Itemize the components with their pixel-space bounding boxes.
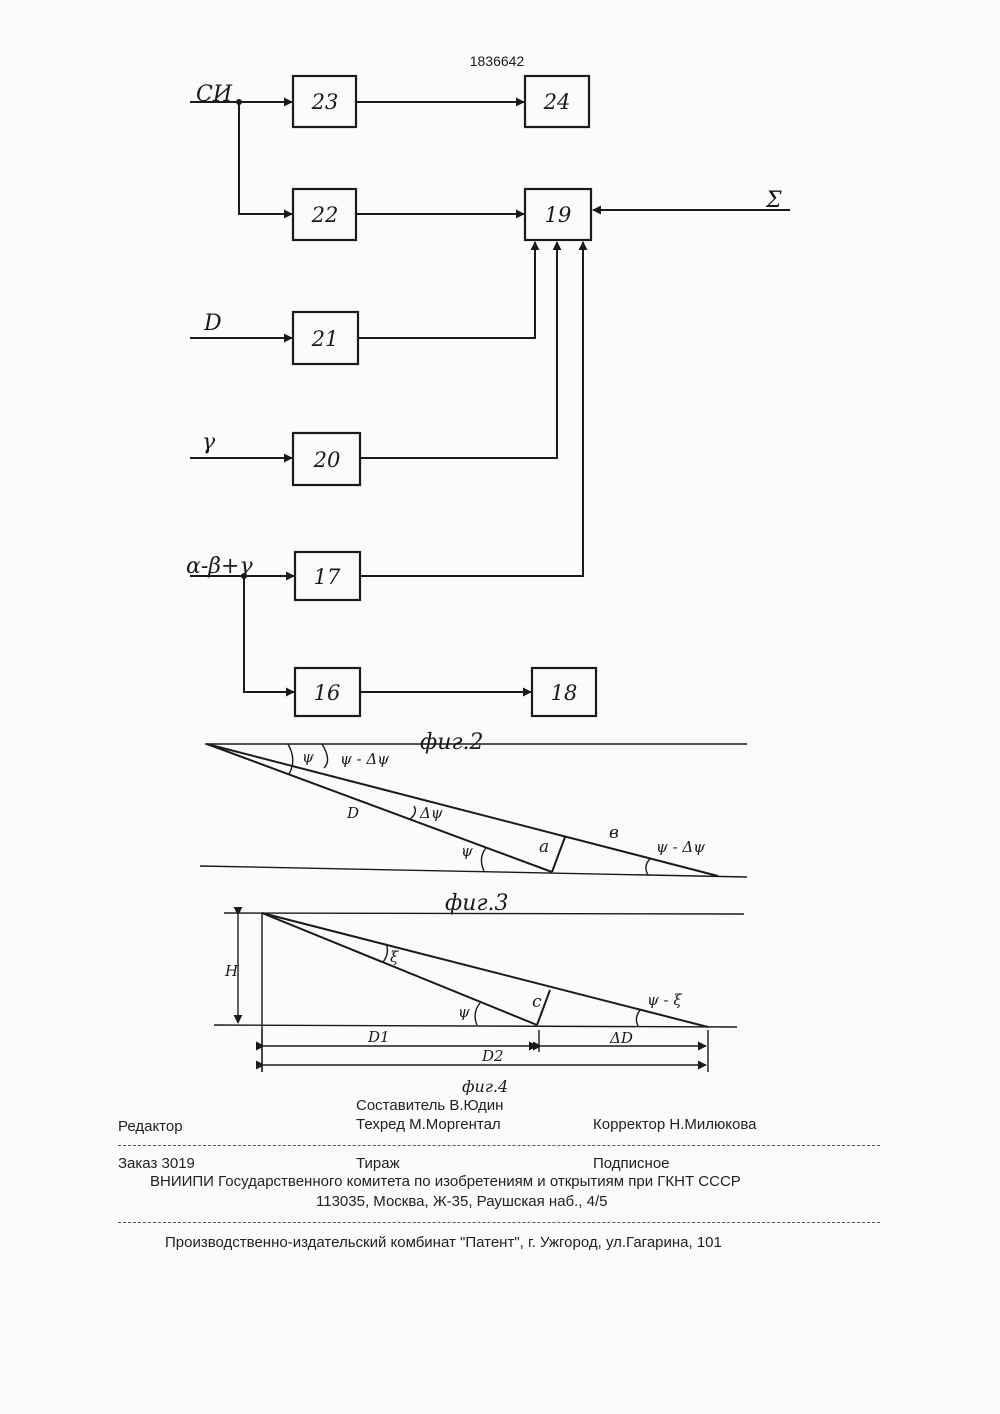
- fig3-label-c: c: [532, 992, 542, 1012]
- block-21-label: 21: [311, 327, 339, 351]
- fig2-caption: фиг.2: [420, 730, 484, 755]
- block-23-label: 23: [311, 90, 339, 114]
- fig2-label-b: в: [609, 823, 619, 843]
- fig3-label-H: H: [224, 962, 239, 980]
- fig2-arc-psi-top: [288, 744, 293, 774]
- fig3-arc-psi-minus-xi: [636, 1010, 640, 1026]
- drawing-canvas: 1836642 СИ D γ α-β+γ Σ: [0, 0, 1000, 1095]
- fig2-label-psi-bottom: ψ: [461, 842, 473, 860]
- block-20-label: 20: [313, 448, 341, 472]
- colophon-order: Заказ 3019: [118, 1155, 195, 1172]
- fig2-label-a: a: [539, 837, 549, 857]
- fig2-label-dpsi: Δψ: [419, 804, 443, 822]
- colophon-techred: Техред М.Моргентал: [356, 1116, 501, 1133]
- fig3-caption: фиг.3: [445, 891, 509, 916]
- colophon-editor: Редактор: [118, 1118, 183, 1135]
- colophon-circulation: Тираж: [356, 1155, 400, 1172]
- fig2-bottom-line: [200, 866, 747, 877]
- colophon-corrector: Корректор Н.Милюкова: [593, 1116, 756, 1133]
- block-22-label: 22: [311, 203, 339, 227]
- fig3-ground-line: [214, 1025, 737, 1027]
- fig2-label-psi-minus-dpsi-top: ψ - Δψ: [340, 750, 389, 768]
- fig3-label-D1: D1: [367, 1028, 390, 1046]
- block-diagram: СИ D γ α-β+γ Σ 23: [186, 76, 790, 716]
- block-19: 19: [525, 189, 591, 240]
- fig2-arc-psi-minus-dpsi-top: [322, 744, 328, 768]
- fig2-arc-psi-bottom: [481, 848, 486, 871]
- fig3-top-line: [224, 913, 744, 914]
- block-18: 18: [532, 668, 596, 716]
- block-17: 17: [295, 552, 360, 600]
- wire-17-to-19: [360, 242, 583, 576]
- patent-number: 1836642: [470, 53, 525, 69]
- block-23: 23: [293, 76, 356, 127]
- fig3-arc-psi: [475, 1003, 480, 1025]
- fig3-label-psi: ψ: [458, 1003, 470, 1021]
- divider-top: [118, 1145, 880, 1146]
- fig2-label-psi-minus-dpsi-bottom: ψ - Δψ: [656, 838, 705, 856]
- colophon-compiler: Составитель В.Юдин: [356, 1097, 503, 1114]
- input-label-gamma: γ: [202, 430, 216, 455]
- block-16-label: 16: [314, 681, 341, 705]
- fig3-ray-D1: [262, 913, 537, 1025]
- block-20: 20: [293, 433, 360, 485]
- fig3-ray-D2: [262, 913, 708, 1027]
- fig2-segment-a: [552, 837, 565, 872]
- wire-si-to-22: [239, 102, 292, 214]
- fig3-label-D2: D2: [481, 1047, 504, 1065]
- block-17-label: 17: [314, 565, 341, 589]
- divider-bottom: [118, 1222, 880, 1223]
- fig4-caption: фиг.4: [462, 1077, 508, 1095]
- colophon-address: 113035, Москва, Ж-35, Раушская наб., 4/5: [316, 1193, 608, 1210]
- colophon-printer: Производственно-издательский комбинат "П…: [165, 1234, 722, 1251]
- input-label-si: СИ: [196, 82, 233, 107]
- block-24-label: 24: [543, 90, 571, 114]
- block-21: 21: [293, 312, 358, 364]
- block-22: 22: [293, 189, 356, 240]
- figure-3: фиг.3 H ξ c ψ ψ - ξ D1 ΔD D2: [214, 891, 744, 1072]
- input-label-d: D: [203, 311, 222, 336]
- figure-2: фиг.2 ψ ψ - Δψ D Δψ ψ a в ψ - Δψ: [200, 730, 747, 877]
- fig3-label-psi-minus-xi: ψ - ξ: [647, 991, 682, 1009]
- fig2-arc-dpsi: [410, 806, 415, 819]
- block-16: 16: [295, 668, 360, 716]
- block-19-label: 19: [545, 203, 572, 227]
- block-24: 24: [525, 76, 589, 127]
- colophon-institute: ВНИИПИ Государственного комитета по изоб…: [150, 1173, 741, 1190]
- fig3-arc-xi: [383, 944, 387, 962]
- fig3-label-dD: ΔD: [609, 1029, 633, 1047]
- fig2-label-D: D: [346, 804, 359, 822]
- colophon-subscription: Подписное: [593, 1155, 670, 1172]
- wire-21-to-19: [358, 242, 535, 338]
- wire-combo-to-16: [244, 576, 294, 692]
- block-18-label: 18: [551, 681, 578, 705]
- wire-20-to-19: [360, 242, 557, 458]
- fig3-label-xi: ξ: [390, 948, 399, 966]
- fig2-arc-psi-minus-dpsi-bottom: [646, 859, 650, 875]
- fig2-label-psi-top: ψ: [302, 748, 314, 766]
